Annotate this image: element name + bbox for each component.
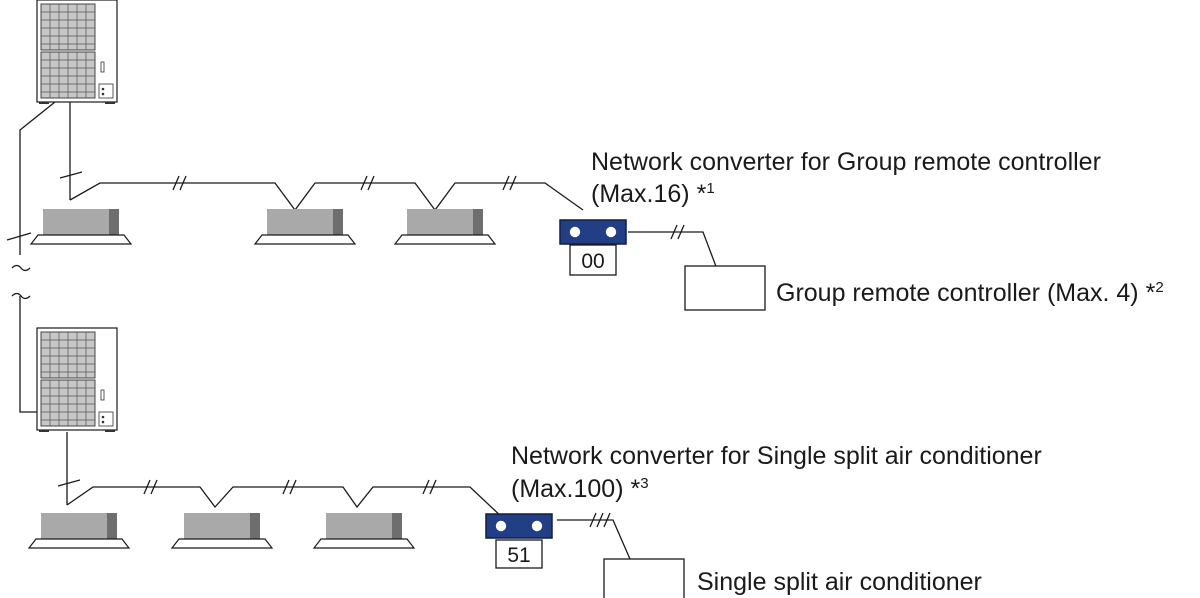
footnote-star: *: [1146, 279, 1156, 307]
wire-count-ticks: [6, 171, 685, 528]
outdoor-unit-icon: [36, 327, 118, 433]
converter-max: (Max.100): [511, 475, 624, 503]
address-box: [495, 539, 543, 569]
converter-note: 1: [706, 180, 714, 197]
network-converter-icon: [559, 219, 627, 245]
single-split-ac-box: [603, 558, 685, 598]
outdoor-unit-icon: [36, 0, 118, 105]
converter-note: 3: [640, 475, 648, 492]
converter-max: (Max.16): [591, 180, 690, 208]
footnote-star: *: [697, 180, 707, 208]
network-converter-group: 00: [559, 219, 627, 276]
converter-label-max: (Max.16)*1: [591, 180, 715, 208]
converter-label-max: (Max.100)*3: [511, 475, 649, 503]
device-label: Group remote controller (Max. 4)*2: [776, 279, 1164, 307]
group-remote-controller-box: [684, 265, 766, 311]
network-converter-single: 51: [485, 513, 553, 569]
converter-address: 00: [581, 250, 604, 273]
footnote-star: *: [631, 475, 641, 503]
converter-label: Network converter for Single split air c…: [511, 442, 1042, 470]
ceiling-cassette-icon: [394, 208, 496, 245]
ceiling-cassette-icon: [28, 512, 130, 549]
ceiling-cassette-icon: [30, 208, 132, 245]
device-label-text: Group remote controller (Max. 4): [776, 279, 1139, 307]
converter-label: Network converter for Group remote contr…: [591, 148, 1101, 176]
ceiling-cassette-icon: [313, 512, 415, 549]
device-label: Single split air conditioner: [697, 568, 982, 596]
converter-address: 51: [507, 544, 530, 567]
ceiling-cassette-icon: [171, 512, 273, 549]
address-box: [569, 244, 617, 276]
ceiling-cassette-icon: [254, 208, 356, 245]
device-note: 2: [1155, 279, 1163, 296]
network-converter-icon: [485, 513, 553, 539]
